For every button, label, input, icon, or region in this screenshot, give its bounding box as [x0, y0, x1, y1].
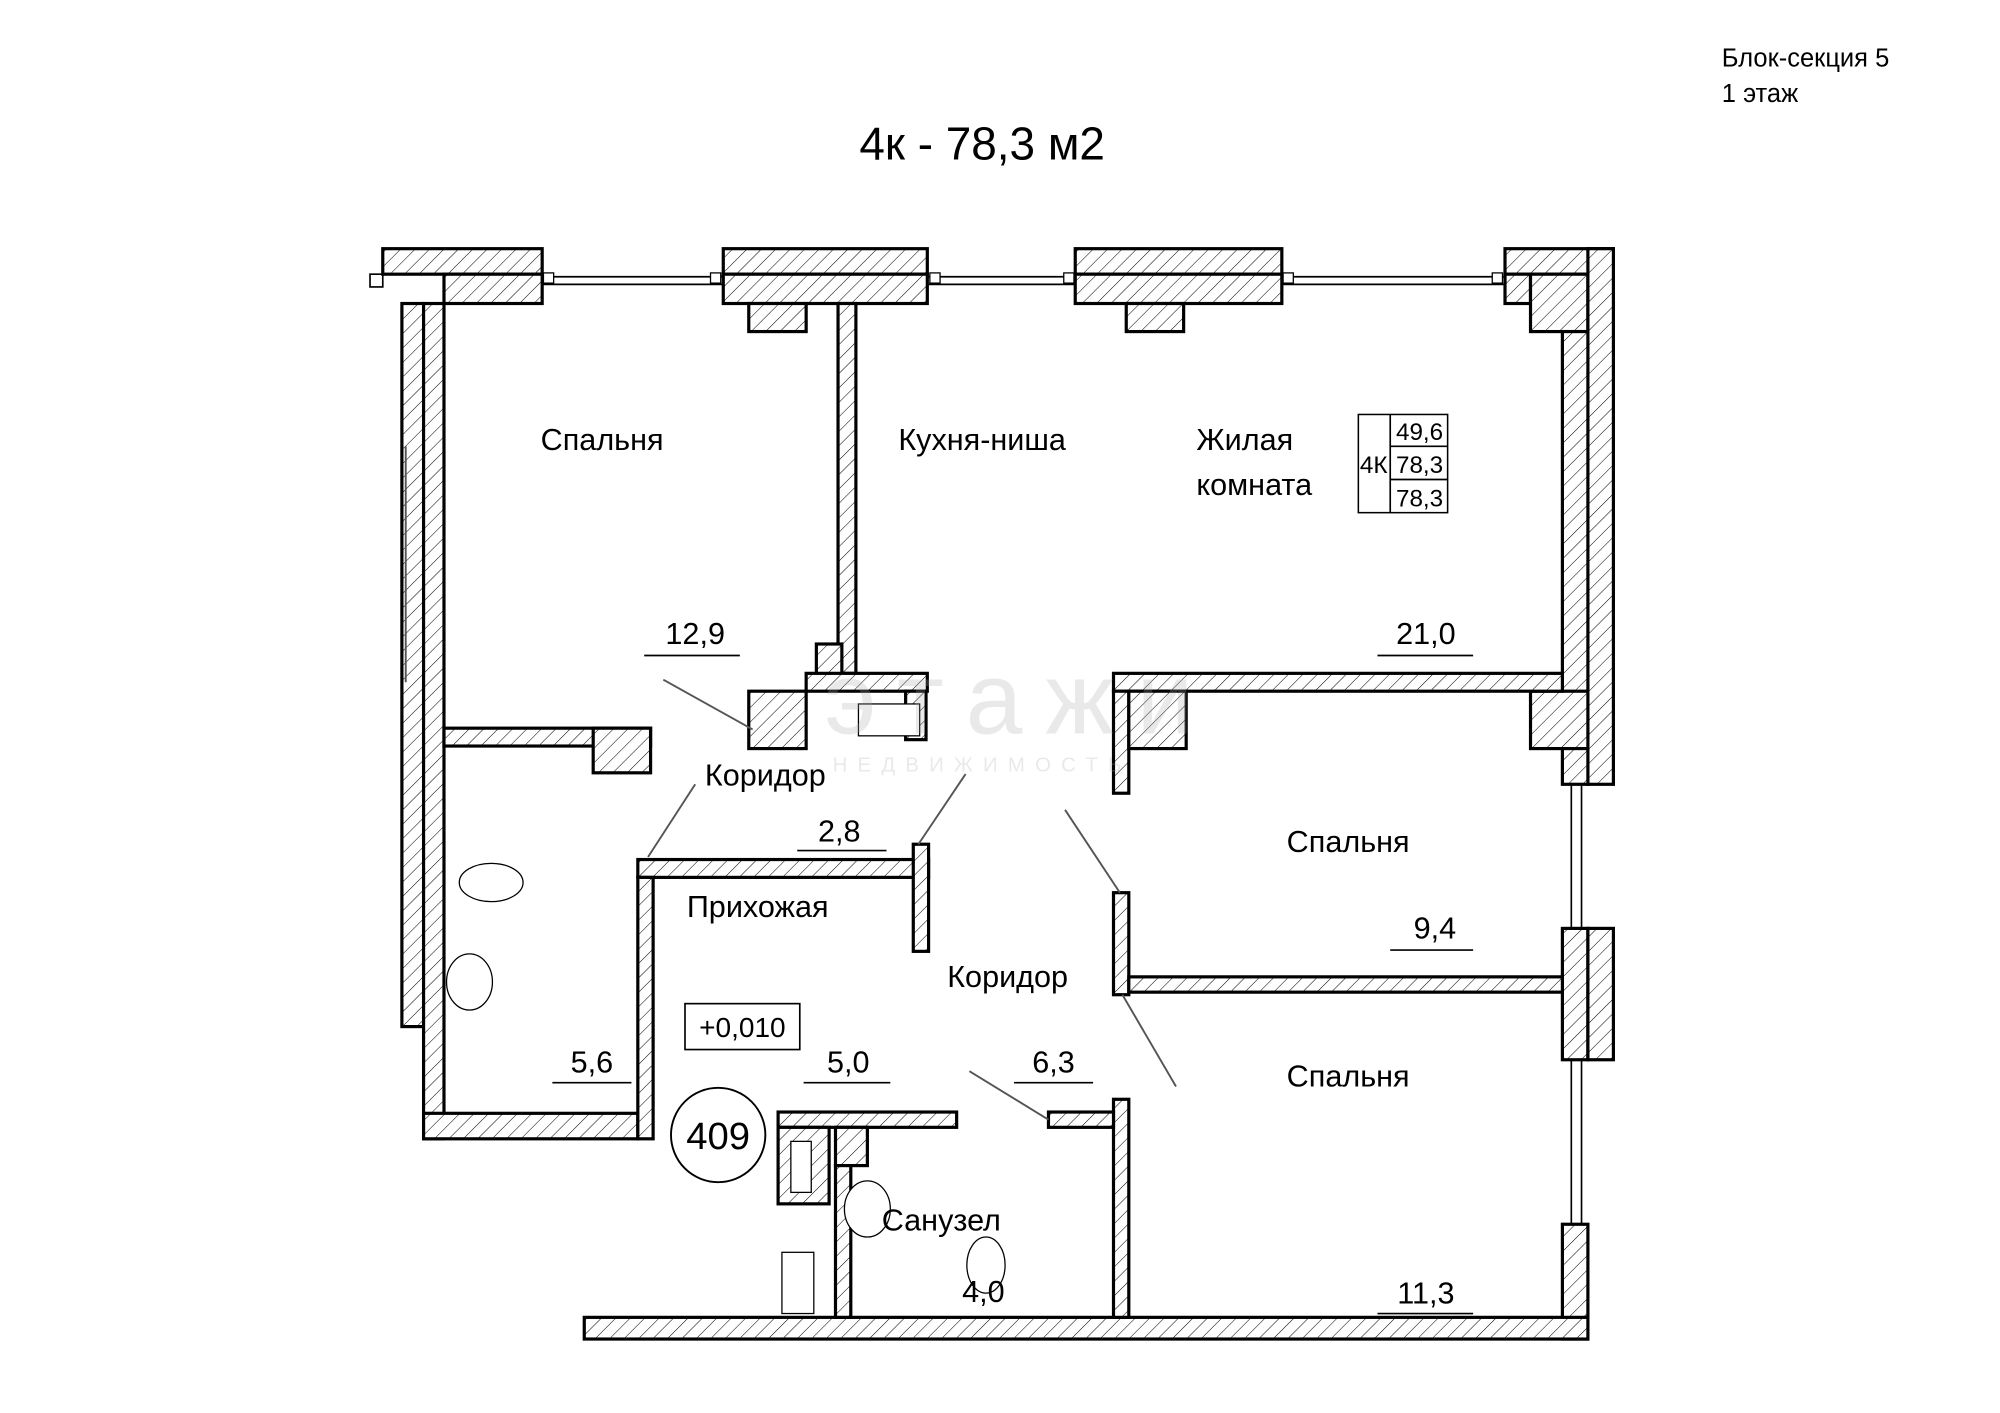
total-area-2: 78,3 [1396, 485, 1443, 512]
room-name: Коридор [705, 759, 826, 793]
floor-label: 1 этаж [1722, 80, 1798, 108]
room-name: Коридор [947, 960, 1068, 994]
room-area: 2,8 [818, 815, 861, 849]
room-area: 5,6 [571, 1046, 614, 1080]
room-name: комната [1196, 468, 1313, 502]
toilet-icon [966, 1236, 1006, 1294]
room-area: 12,9 [665, 617, 725, 651]
room-name: Спальня [1287, 1060, 1410, 1094]
summary-table: 4К 49,6 78,3 78,3 [1357, 413, 1449, 514]
living-area: 49,6 [1396, 419, 1443, 446]
sink-icon [843, 1180, 891, 1238]
room-name: Спальня [1287, 825, 1410, 859]
room-area: 6,3 [1032, 1046, 1075, 1080]
apartment-type: 4К [1360, 452, 1388, 479]
level-mark: +0,010 [699, 1012, 786, 1043]
section-label: Блок-секция 5 [1722, 44, 1889, 72]
svg-text:НЕДВИЖИМОСТЬ: НЕДВИЖИМОСТЬ [833, 755, 1132, 777]
sink-icon [445, 953, 494, 1011]
room-name: Жилая [1196, 423, 1293, 457]
walls [369, 247, 1615, 1341]
room-labels: Спальня 12,9 Кухня-ниша Жилая комната 21… [541, 423, 1474, 1315]
fixtures [445, 703, 1006, 1315]
room-area: 21,0 [1396, 617, 1456, 651]
svg-text:этажи: этажи [824, 641, 1216, 755]
toilet-icon [458, 862, 524, 903]
room-name: Санузел [882, 1204, 1001, 1238]
plan-title: 4к - 78,3 м2 [859, 117, 1105, 169]
watermark: этажи НЕДВИЖИМОСТЬ [824, 641, 1216, 777]
bathtub-icon [790, 1140, 812, 1194]
washer-icon [781, 1251, 815, 1315]
room-area: 4,0 [962, 1275, 1005, 1309]
apartment-number: 409 [686, 1115, 750, 1158]
room-name: Спальня [541, 423, 664, 457]
total-area: 78,3 [1396, 452, 1443, 479]
room-area: 11,3 [1397, 1276, 1454, 1310]
room-area: 9,4 [1414, 912, 1457, 946]
doors [404, 446, 1177, 1121]
room-name: Прихожая [687, 890, 829, 924]
stove-icon [857, 703, 921, 737]
room-area: 5,0 [827, 1046, 870, 1080]
room-name: Кухня-ниша [898, 423, 1067, 457]
